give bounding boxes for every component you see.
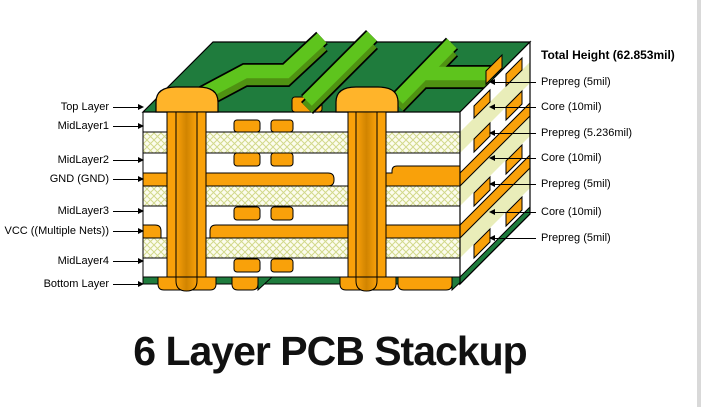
- page-title: 6 Layer PCB Stackup: [133, 328, 527, 374]
- midlayer1-pad: [233, 119, 261, 133]
- arrow-bottom-layer: [113, 281, 144, 287]
- label-midlayer3: MidLayer3: [57, 205, 109, 217]
- arrow-prepreg-2: [489, 130, 536, 136]
- midlayer3-pad: [233, 206, 261, 221]
- label-core-2: Core (10mil): [541, 152, 602, 164]
- arrow-midlayer4: [113, 258, 144, 264]
- arrow-prepreg-4: [489, 235, 536, 241]
- arrow-prepreg-3: [489, 181, 536, 187]
- label-core-1: Core (10mil): [541, 101, 602, 113]
- arrow-midlayer1: [113, 123, 144, 129]
- pad-cut-ends: [473, 56, 523, 260]
- midlayer2-pad: [270, 152, 294, 167]
- label-prepreg-4: Prepreg (5mil): [541, 232, 611, 244]
- arrow-midlayer2: [113, 157, 144, 163]
- side-face: [459, 40, 531, 286]
- label-prepreg-1: Prepreg (5mil): [541, 76, 611, 88]
- midlayer2-pad: [233, 152, 261, 167]
- arrow-vcc: [113, 228, 144, 234]
- arrow-midlayer3: [113, 208, 144, 214]
- via-dome: [155, 86, 219, 113]
- label-gnd: GND (GND): [49, 173, 109, 185]
- midlayer4-pad: [233, 258, 261, 273]
- arrow-core-3: [489, 209, 536, 215]
- bottom-layer-pad: [231, 276, 259, 291]
- arrow-gnd: [113, 176, 144, 182]
- arrow-core-1: [489, 104, 536, 110]
- vcc-plane-stub: [142, 224, 162, 239]
- midlayer1-pad: [270, 119, 294, 133]
- core-band-side: [460, 168, 530, 258]
- label-midlayer2: MidLayer2: [57, 154, 109, 166]
- via-hole: [175, 111, 198, 278]
- trace-cut-end: [485, 53, 503, 86]
- top-face: [141, 29, 532, 115]
- label-total-height: Total Height (62.853mil): [541, 48, 675, 62]
- via-2: [335, 86, 399, 292]
- bottom-layer-pad: [397, 276, 453, 291]
- label-prepreg-3: Prepreg (5mil): [541, 178, 611, 190]
- label-midlayer1: MidLayer1: [57, 120, 109, 132]
- label-vcc: VCC ((Multiple Nets)): [4, 225, 109, 237]
- midlayer4-pad: [270, 258, 294, 273]
- label-prepreg-2: Prepreg (5.236mil): [541, 127, 633, 139]
- arrow-top-layer: [113, 104, 144, 110]
- midlayer3-pad: [270, 206, 294, 221]
- via-dome: [335, 86, 399, 113]
- label-bottom-layer: Bottom Layer: [43, 278, 109, 290]
- arrow-prepreg-1: [489, 79, 536, 85]
- label-top-layer: Top Layer: [60, 101, 109, 113]
- via-hole: [355, 111, 378, 278]
- window-edge: [697, 0, 701, 407]
- label-midlayer4: MidLayer4: [57, 255, 109, 267]
- top-layer-traces: [195, 29, 493, 115]
- vcc-plane: [209, 224, 461, 239]
- via-1: [155, 86, 219, 292]
- core-band-side: [460, 116, 530, 206]
- label-core-3: Core (10mil): [541, 206, 602, 218]
- arrow-core-2: [489, 155, 536, 161]
